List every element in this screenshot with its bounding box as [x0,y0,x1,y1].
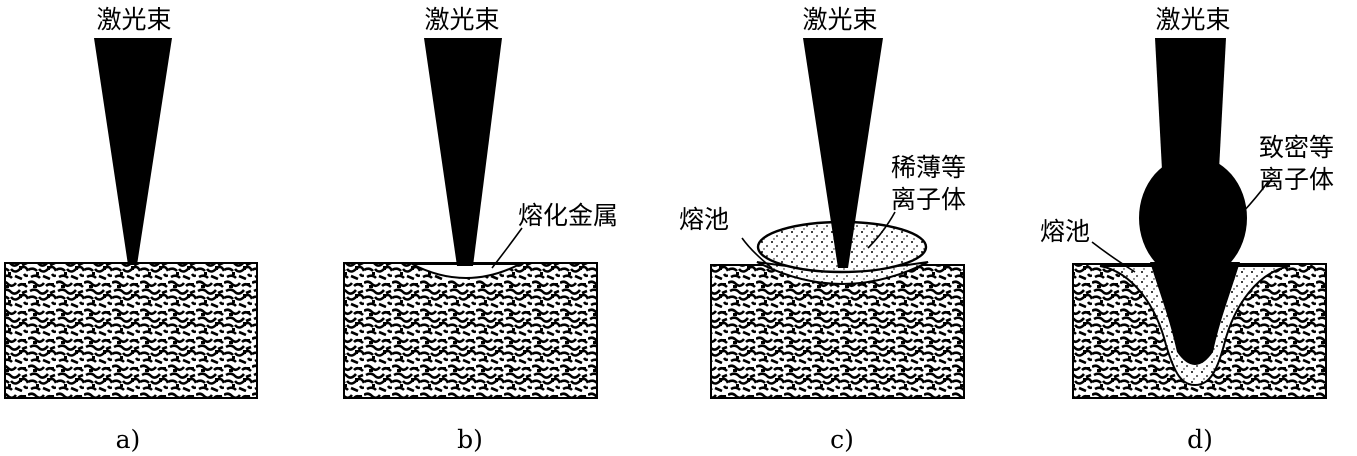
thin-plasma-label-line2: 离子体 [891,185,966,214]
laser-beam-d [1155,38,1226,170]
dense-plasma-label-line1: 致密等 [1259,133,1334,162]
thin-plasma-label-line1: 稀薄等 [891,153,966,182]
workpiece-a [4,262,258,399]
panel-c: 熔池 稀薄等 离子体 激光束 c) [679,5,966,454]
panel-a: 激光束 a) [4,5,258,454]
beam-label-d: 激光束 [1155,5,1230,34]
keyhole-d [1150,262,1240,365]
beam-label-a: 激光束 [96,5,171,34]
dense-plasma-label-line2: 离子体 [1259,165,1334,194]
pool-leader-c [741,237,773,269]
dense-plasma-d [1139,156,1247,280]
caption-c: c) [830,425,854,454]
molten-leader-b [491,227,523,269]
beam-label-b: 激光束 [424,5,499,34]
pool-label-c: 熔池 [679,205,729,234]
laser-beam-a [94,38,172,265]
plasma-leader-d [1242,181,1269,213]
caption-d: d) [1187,425,1213,454]
workpiece-c [710,264,965,399]
laser-beam-b [424,38,502,266]
beam-label-c: 激光束 [802,5,877,34]
plasma-leader-c [867,211,896,249]
caption-a: a) [116,425,141,454]
pool-label-d: 熔池 [1040,217,1090,246]
panel-b: 熔化金属 激光束 b) [343,5,618,454]
pool-leader-d [1091,241,1136,273]
panel-d: 熔池 致密等 离子体 激光束 d) [1040,5,1334,454]
caption-b: b) [457,425,483,454]
molten-metal-label: 熔化金属 [518,201,618,230]
workpiece-b [343,262,598,399]
laser-beam-c [803,38,883,268]
